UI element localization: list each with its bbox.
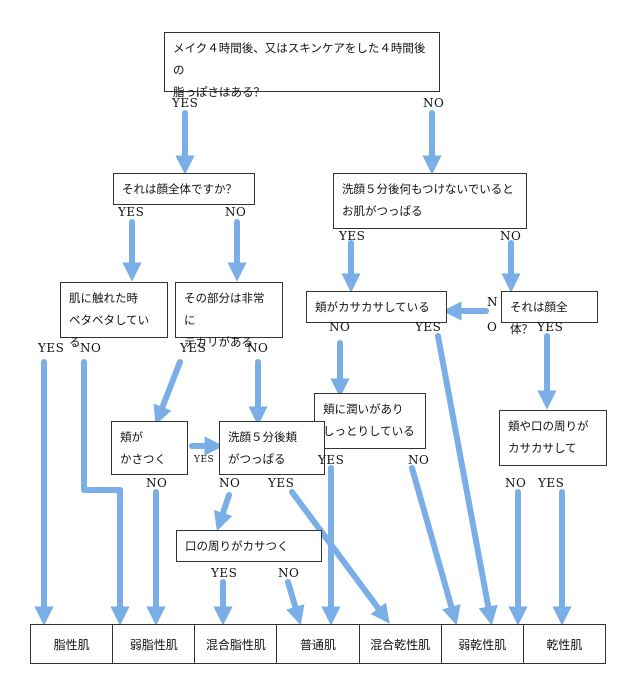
label-yes-q5: YES (180, 341, 207, 355)
skin-type-results: 脂性肌 弱脂性肌 混合脂性肌 普通肌 混合乾性肌 弱乾性肌 乾性肌 (30, 624, 606, 664)
arrow-q4-no (81, 359, 130, 626)
result-normal: 普通肌 (277, 625, 360, 663)
arrow-q6-yes (435, 333, 498, 626)
result-slightly-dry: 弱乾性肌 (442, 625, 524, 663)
question-very-shiny: その部分は非常に テカリがある (175, 282, 283, 349)
question-cheeks-flaky: 頬が かさつく (111, 421, 188, 475)
label-yes-q6: YES (415, 320, 442, 334)
label-no-q5: NO (247, 341, 269, 355)
label-n-q7: N (487, 295, 498, 309)
label-yes-q4: YES (38, 341, 65, 355)
label-no-q12: NO (278, 566, 300, 580)
label-yes-q11: YES (538, 476, 565, 490)
arrow-q5-yes (153, 359, 183, 425)
label-no-q1: NO (423, 96, 445, 110)
label-no-q9: NO (146, 476, 168, 490)
question-cheeks-mouth-dry: 頬や口の周りが カサカサして (499, 410, 607, 466)
question-cheeks-tight-after-wash: 洗顔５分後頬 がつっぱる (219, 421, 325, 475)
arrow-q10-yes (289, 489, 390, 624)
label-no-q3: NO (500, 229, 522, 243)
arrow-q12-no (285, 579, 305, 626)
result-dry: 乾性肌 (546, 637, 583, 652)
question-moist-cheeks: 頬に潤いがあり しっとりしている (314, 393, 426, 449)
question-makeup-oiliness: メイク４時間後、又はスキンケアをした４時間後の 脂っぽさはある？ (164, 32, 440, 99)
label-yes-q9: YES (194, 455, 215, 465)
label-yes-q10: YES (268, 476, 295, 490)
question-cheeks-dry: 頬がカサカサしている (306, 291, 447, 323)
arrow-q10-no (213, 492, 233, 532)
question-whole-face-2: それは顔全体？ (501, 291, 598, 336)
label-o-q7: O (487, 320, 498, 334)
arrow-q8-no (409, 465, 461, 626)
label-yes-q7: YES (537, 320, 564, 334)
label-no-q6: NO (329, 320, 351, 334)
result-combination-dry: 混合乾性肌 (360, 625, 442, 663)
label-yes-q8: YES (318, 453, 345, 467)
label-yes-q2: YES (118, 205, 145, 219)
label-yes-q3: YES (339, 229, 366, 243)
result-combination-oily: 混合脂性肌 (195, 625, 278, 663)
question-sticky-skin: 肌に触れた時 ベタベタしている (60, 282, 168, 349)
label-yes-q1: YES (172, 96, 199, 110)
question-around-mouth-dry: 口の周りがカサつく (176, 530, 322, 562)
result-slightly-oily: 弱脂性肌 (113, 625, 196, 663)
result-oily: 脂性肌 (31, 625, 114, 663)
label-no-q2: NO (225, 205, 247, 219)
label-no-q8: NO (408, 453, 430, 467)
label-no-q4: NO (80, 341, 102, 355)
label-no-q10: NO (219, 476, 241, 490)
question-whole-face: それは顔全体ですか？ (113, 173, 255, 205)
question-tightness-after-wash: 洗顔５分後何もつけないでいると お肌がつっぱる (333, 173, 527, 229)
label-yes-q12: YES (211, 566, 238, 580)
label-no-q11: NO (505, 476, 527, 490)
